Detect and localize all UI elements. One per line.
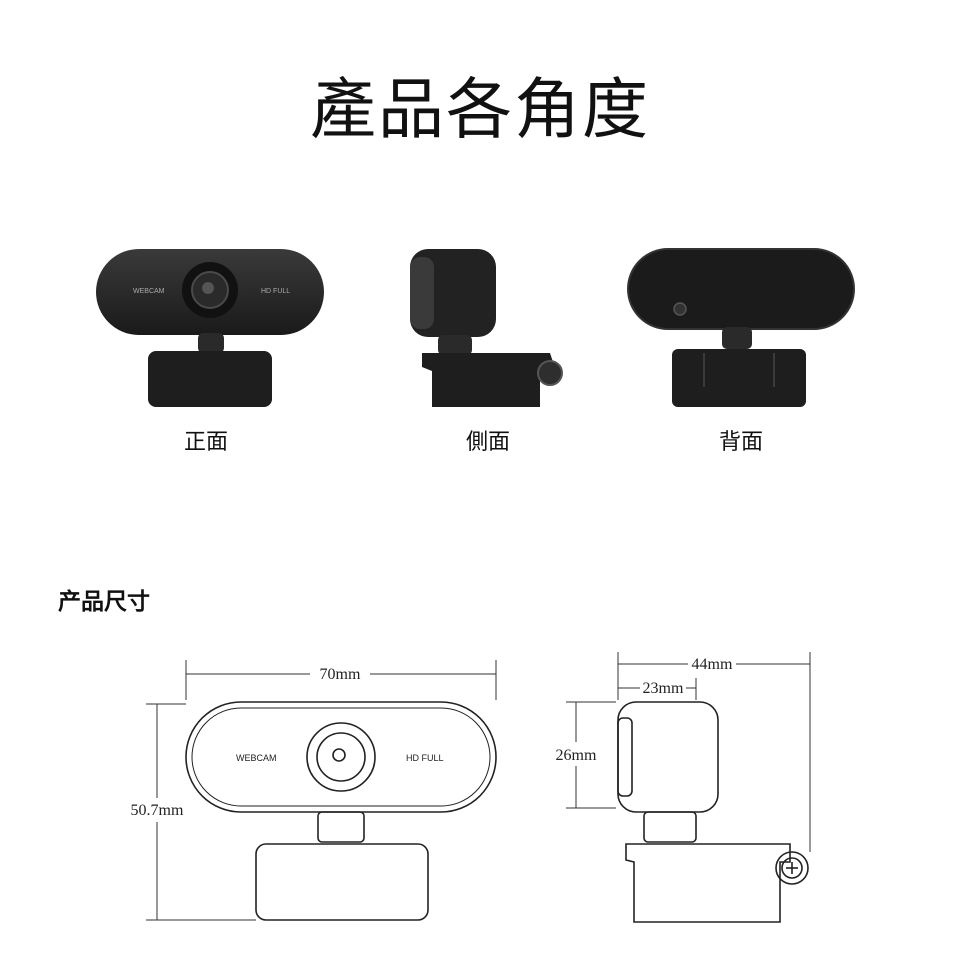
width-dimension-label: 70mm [320, 666, 361, 683]
height-dimension-label: 50.7mm [131, 802, 184, 819]
section-title: 产品尺寸 [58, 589, 150, 615]
side-height-dimension-line [566, 701, 616, 809]
dimension-drawing: WEBCAM HD FULL 70mm 50.7mm 44mm [131, 652, 811, 923]
depth-total-label: 44mm [692, 656, 733, 673]
depth-body-dimension-line [618, 678, 697, 700]
depth-total-dimension-line [617, 652, 811, 852]
side-height-label: 26mm [556, 747, 597, 764]
front-webcam-drawing-mark: WEBCAM [236, 753, 277, 763]
height-dimension-line [146, 703, 256, 921]
side-view-image [360, 235, 620, 425]
back-view-image [622, 235, 882, 425]
back-view-caption: 背面 [718, 430, 763, 455]
width-dimension-line [185, 660, 497, 700]
page-title: 產品各角度 [310, 71, 650, 148]
side-view-caption: 側面 [465, 430, 510, 455]
front-line-drawing [185, 701, 497, 921]
front-view-image: WEBCAM HD FULL [78, 235, 338, 425]
front-view-caption: 正面 [183, 430, 228, 455]
front-hd-mark: HD FULL [261, 288, 290, 295]
depth-body-label: 23mm [643, 680, 684, 697]
front-webcam-mark: WEBCAM [133, 288, 165, 295]
side-line-drawing [617, 701, 809, 923]
front-hd-drawing-mark: HD FULL [406, 753, 444, 763]
